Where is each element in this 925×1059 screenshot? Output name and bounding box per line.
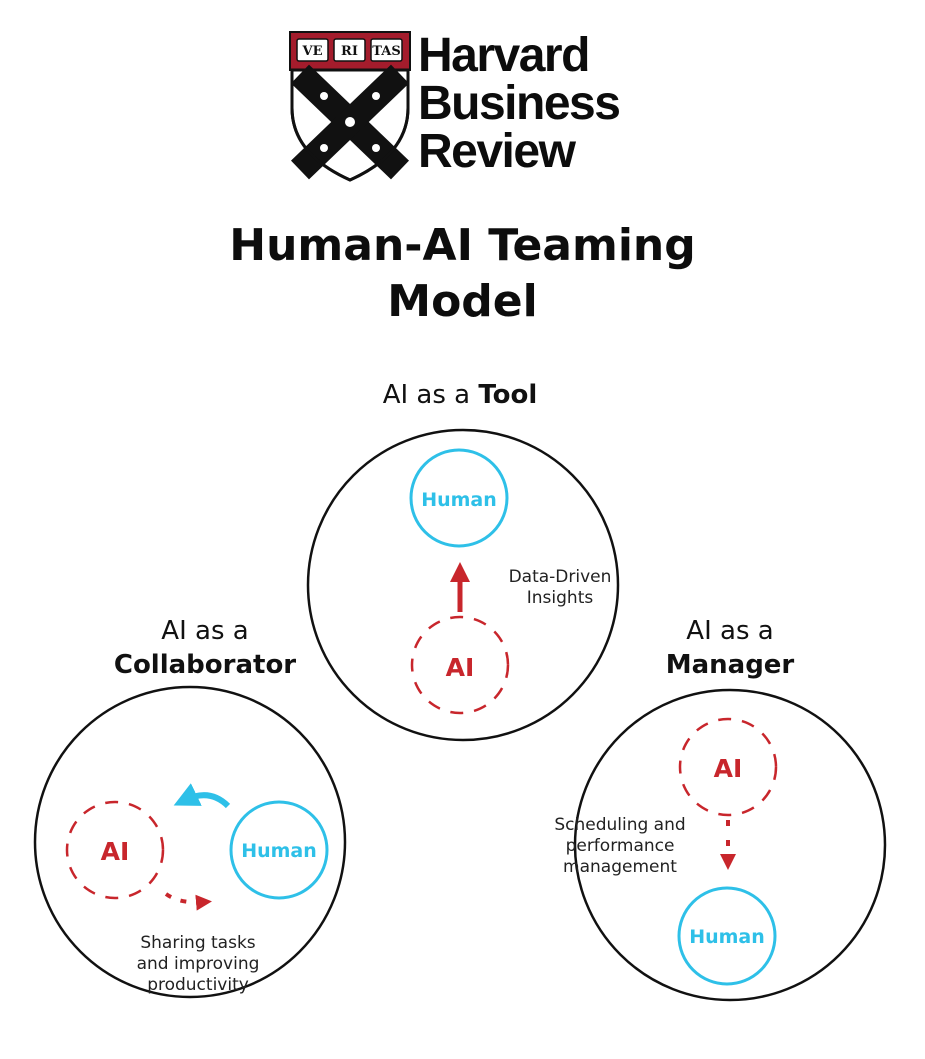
page-title: Human-AI Teaming Model bbox=[0, 218, 925, 330]
motto-ve: VE bbox=[302, 44, 323, 59]
label-ai-as-tool: AI as a Tool bbox=[382, 380, 538, 410]
collaborator-human-node bbox=[229, 800, 329, 900]
tool-human-label: Human bbox=[421, 489, 497, 511]
manager-desc-line-1: Scheduling and bbox=[554, 815, 685, 835]
title-line-1: Human-AI Teaming bbox=[229, 220, 696, 271]
manager-desc-line-2: performance bbox=[566, 836, 675, 856]
manager-human-node bbox=[677, 886, 777, 986]
tool-outer-circle bbox=[306, 428, 620, 742]
brand-business: Business bbox=[418, 77, 621, 130]
manager-human-label: Human bbox=[689, 926, 765, 948]
manager-ai-label: AI bbox=[714, 754, 743, 783]
tool-human-node bbox=[409, 448, 509, 548]
tool-desc-line-1: Data-Driven bbox=[509, 567, 612, 587]
label-ai-as-collaborator: AI as a Collaborator bbox=[113, 616, 297, 680]
collaborator-human-label: Human bbox=[241, 840, 317, 862]
collaborator-ai-label: AI bbox=[101, 837, 130, 866]
tool-ai-node bbox=[410, 615, 510, 715]
collaborator-arrow-to-ai bbox=[173, 783, 231, 809]
brand-harvard: Harvard bbox=[418, 29, 590, 82]
label-ai-as-manager: AI as a Manager bbox=[665, 616, 795, 680]
hbr-shield-logo: VE RI TAS bbox=[289, 31, 411, 182]
collaborator-desc-line-3: productivity bbox=[147, 975, 249, 995]
collaborator-arrow-to-human bbox=[164, 892, 212, 911]
motto-tas: TAS bbox=[372, 44, 400, 59]
collaborator-outer-circle bbox=[33, 685, 347, 999]
manager-outer-circle bbox=[573, 688, 887, 1002]
manager-ai-node bbox=[678, 717, 778, 817]
title-line-2: Model bbox=[387, 276, 538, 327]
collaborator-desc-line-1: Sharing tasks bbox=[140, 933, 255, 953]
collaborator-desc-line-2: and improving bbox=[137, 954, 260, 974]
tool-desc-line-2: Insights bbox=[527, 588, 594, 608]
motto-ri: RI bbox=[341, 44, 358, 59]
brand-review: Review bbox=[418, 125, 576, 178]
collaborator-ai-node bbox=[65, 800, 165, 900]
manager-desc-line-3: management bbox=[563, 857, 677, 877]
tool-ai-label: AI bbox=[446, 653, 475, 682]
